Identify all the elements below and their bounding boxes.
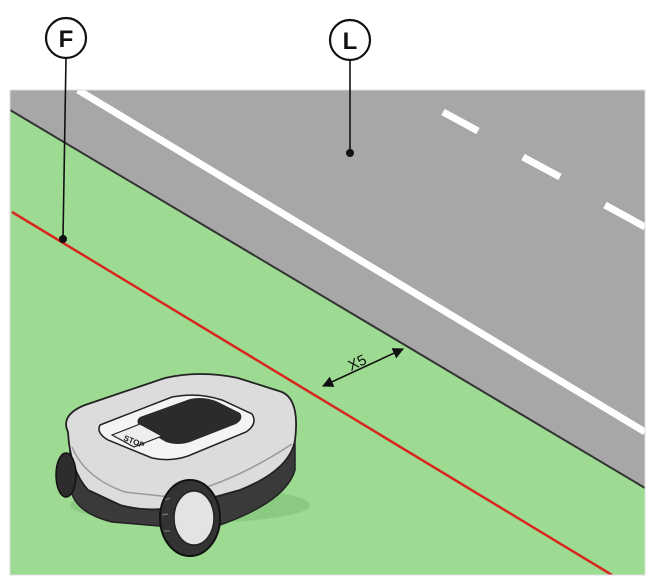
road-edge-line — [10, 109, 645, 489]
wheel-tread — [161, 513, 169, 516]
road-center-dash — [521, 153, 562, 181]
road-edge-marking — [76, 90, 645, 435]
callout-label: F — [59, 26, 74, 53]
callout-leader-dot — [346, 149, 354, 157]
callout-boundary-wire: F — [44, 16, 88, 243]
scene-frame — [9, 89, 646, 576]
mower-front-wheel — [55, 452, 77, 498]
mower-rear-wheel-hub — [173, 490, 215, 546]
road-center-dash — [441, 108, 480, 135]
callout-label: L — [343, 28, 358, 55]
distance-label: X5 — [346, 351, 370, 374]
wheel-tread — [164, 497, 171, 501]
callout-leader-dot — [59, 235, 67, 243]
callout-road: L — [328, 18, 372, 157]
callout-leader-line — [62, 57, 67, 239]
distance-arrow — [321, 348, 405, 387]
mower-display-panel — [137, 398, 242, 444]
callout-circle — [44, 16, 88, 60]
callout-circle — [328, 18, 372, 62]
scene: X5 STOP — [10, 90, 645, 575]
boundary-wire-line — [11, 210, 613, 575]
robotic-mower: STOP — [55, 373, 310, 557]
stop-button — [110, 423, 164, 448]
road-center-dash — [603, 201, 645, 231]
road-area — [10, 90, 645, 488]
